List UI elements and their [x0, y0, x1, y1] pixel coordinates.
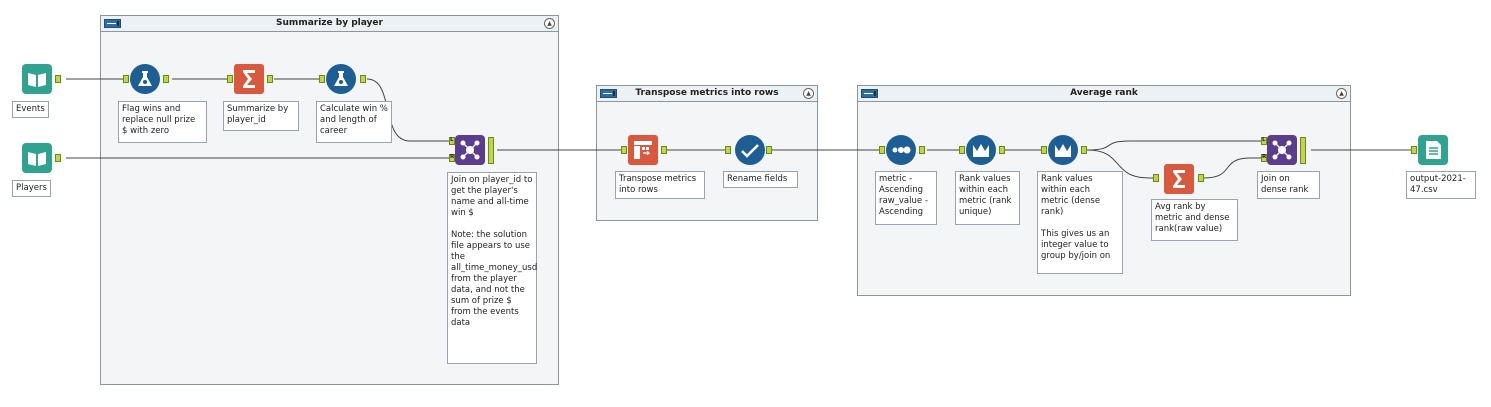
dots-sort-icon: [892, 146, 911, 154]
book-input-icon: [28, 73, 46, 87]
input-port[interactable]: [1041, 146, 1047, 154]
wire-dense-summarize: [1086, 149, 1154, 179]
input-tool-events[interactable]: [22, 64, 52, 94]
tile-tool-rank-dense[interactable]: [1048, 135, 1078, 165]
output-port[interactable]: [360, 75, 366, 83]
container-toggle-icon[interactable]: [861, 89, 878, 98]
annotation-transpose: Transpose metrics into rows: [615, 171, 705, 199]
collapse-up-icon[interactable]: ▲: [1336, 88, 1347, 99]
join-output-port[interactable]: [1300, 137, 1306, 164]
output-port[interactable]: [766, 146, 772, 154]
container-title: Summarize by player: [276, 18, 383, 28]
join-tool-player-id[interactable]: [455, 135, 485, 165]
sort-tool[interactable]: [886, 135, 916, 165]
port-label-left: L: [450, 137, 454, 143]
select-tool-rename[interactable]: [735, 135, 765, 165]
output-port[interactable]: [267, 75, 273, 83]
container-header[interactable]: Transpose metrics into rows ▲: [597, 86, 817, 102]
container-header[interactable]: Summarize by player ▲: [101, 16, 558, 32]
container-toggle-icon[interactable]: [104, 19, 121, 28]
input-port[interactable]: [959, 146, 965, 154]
collapse-up-icon[interactable]: ▲: [544, 18, 555, 29]
output-port[interactable]: [55, 154, 61, 162]
summarize-tool-player[interactable]: [234, 64, 264, 94]
annotation-rename: Rename fields: [723, 171, 798, 188]
wire-summarize-join-right: [1203, 157, 1262, 179]
annotation-output: output-2021-47.csv: [1406, 171, 1476, 199]
output-port[interactable]: [999, 146, 1005, 154]
input-tool-players[interactable]: [22, 143, 52, 173]
output-port[interactable]: [163, 75, 169, 83]
annotation-rank-dense: Rank values within each metric (dense ra…: [1037, 171, 1123, 274]
output-port[interactable]: [661, 146, 667, 154]
annotation-calc-win: Calculate win % and length of career: [316, 101, 392, 143]
input-port[interactable]: [1411, 146, 1417, 154]
transpose-tool[interactable]: [628, 135, 658, 165]
flask-formula-icon: [334, 71, 348, 86]
input-port[interactable]: [879, 146, 885, 154]
port-label-right: R: [450, 154, 455, 160]
join-left-port[interactable]: [449, 137, 455, 145]
join-right-port[interactable]: [449, 154, 455, 162]
summarize-tool-avg-rank[interactable]: [1164, 164, 1194, 194]
output-file-icon: [1426, 141, 1441, 159]
output-port[interactable]: [55, 75, 61, 83]
annotation-avg-rank: Avg rank by metric and dense rank(raw va…: [1151, 199, 1238, 241]
input-port[interactable]: [319, 75, 325, 83]
input-port[interactable]: [621, 146, 627, 154]
sigma-summarize-icon: [1173, 170, 1185, 188]
annotation-rank-unique: Rank values within each metric (rank uni…: [955, 171, 1020, 225]
join-output-port[interactable]: [488, 137, 494, 164]
annotation-summarize-player: Summarize by player_id: [223, 101, 299, 131]
checkmark-select-icon: [741, 144, 759, 158]
transpose-table-icon: [634, 141, 652, 159]
sigma-summarize-icon: [243, 70, 255, 88]
container-toggle-icon[interactable]: [600, 89, 617, 98]
annotation-join-dense: Join on dense rank: [1257, 171, 1320, 199]
container-title: Transpose metrics into rows: [635, 88, 779, 98]
output-port[interactable]: [919, 146, 925, 154]
output-port[interactable]: [1081, 146, 1087, 154]
join-right-port[interactable]: [1261, 154, 1267, 162]
output-tool[interactable]: [1418, 135, 1448, 165]
formula-tool-flag-wins[interactable]: [130, 64, 160, 94]
join-node-icon: [460, 140, 480, 160]
join-left-port[interactable]: [1261, 137, 1267, 145]
input-label-events: Events: [12, 101, 49, 118]
input-port[interactable]: [227, 75, 233, 83]
input-port[interactable]: [725, 146, 731, 154]
join-node-icon: [1272, 140, 1292, 160]
tile-tool-rank-unique[interactable]: [966, 135, 996, 165]
output-port[interactable]: [1198, 174, 1204, 182]
container-header[interactable]: Average rank ▲: [858, 86, 1350, 102]
container-title: Average rank: [1070, 88, 1138, 98]
wire-dense-join-left: [1086, 140, 1262, 151]
port-label-left: L: [1262, 137, 1266, 143]
join-tool-dense-rank[interactable]: [1267, 135, 1297, 165]
input-label-players: Players: [12, 180, 51, 197]
annotation-join-player-id: Join on player_id to get the player's na…: [447, 172, 537, 364]
rank-tile-icon: [973, 144, 989, 157]
annotation-sort: metric - Ascending raw_value - Ascending: [875, 171, 937, 225]
rank-tile-icon: [1055, 144, 1071, 157]
port-label-right: R: [1262, 154, 1267, 160]
input-port[interactable]: [123, 75, 129, 83]
annotation-flag-wins: Flag wins and replace null prize $ with …: [118, 101, 207, 143]
collapse-up-icon[interactable]: ▲: [803, 88, 814, 99]
book-input-icon: [28, 152, 46, 166]
flask-formula-icon: [138, 71, 152, 86]
formula-tool-calc-win[interactable]: [326, 64, 356, 94]
input-port[interactable]: [1153, 174, 1159, 182]
